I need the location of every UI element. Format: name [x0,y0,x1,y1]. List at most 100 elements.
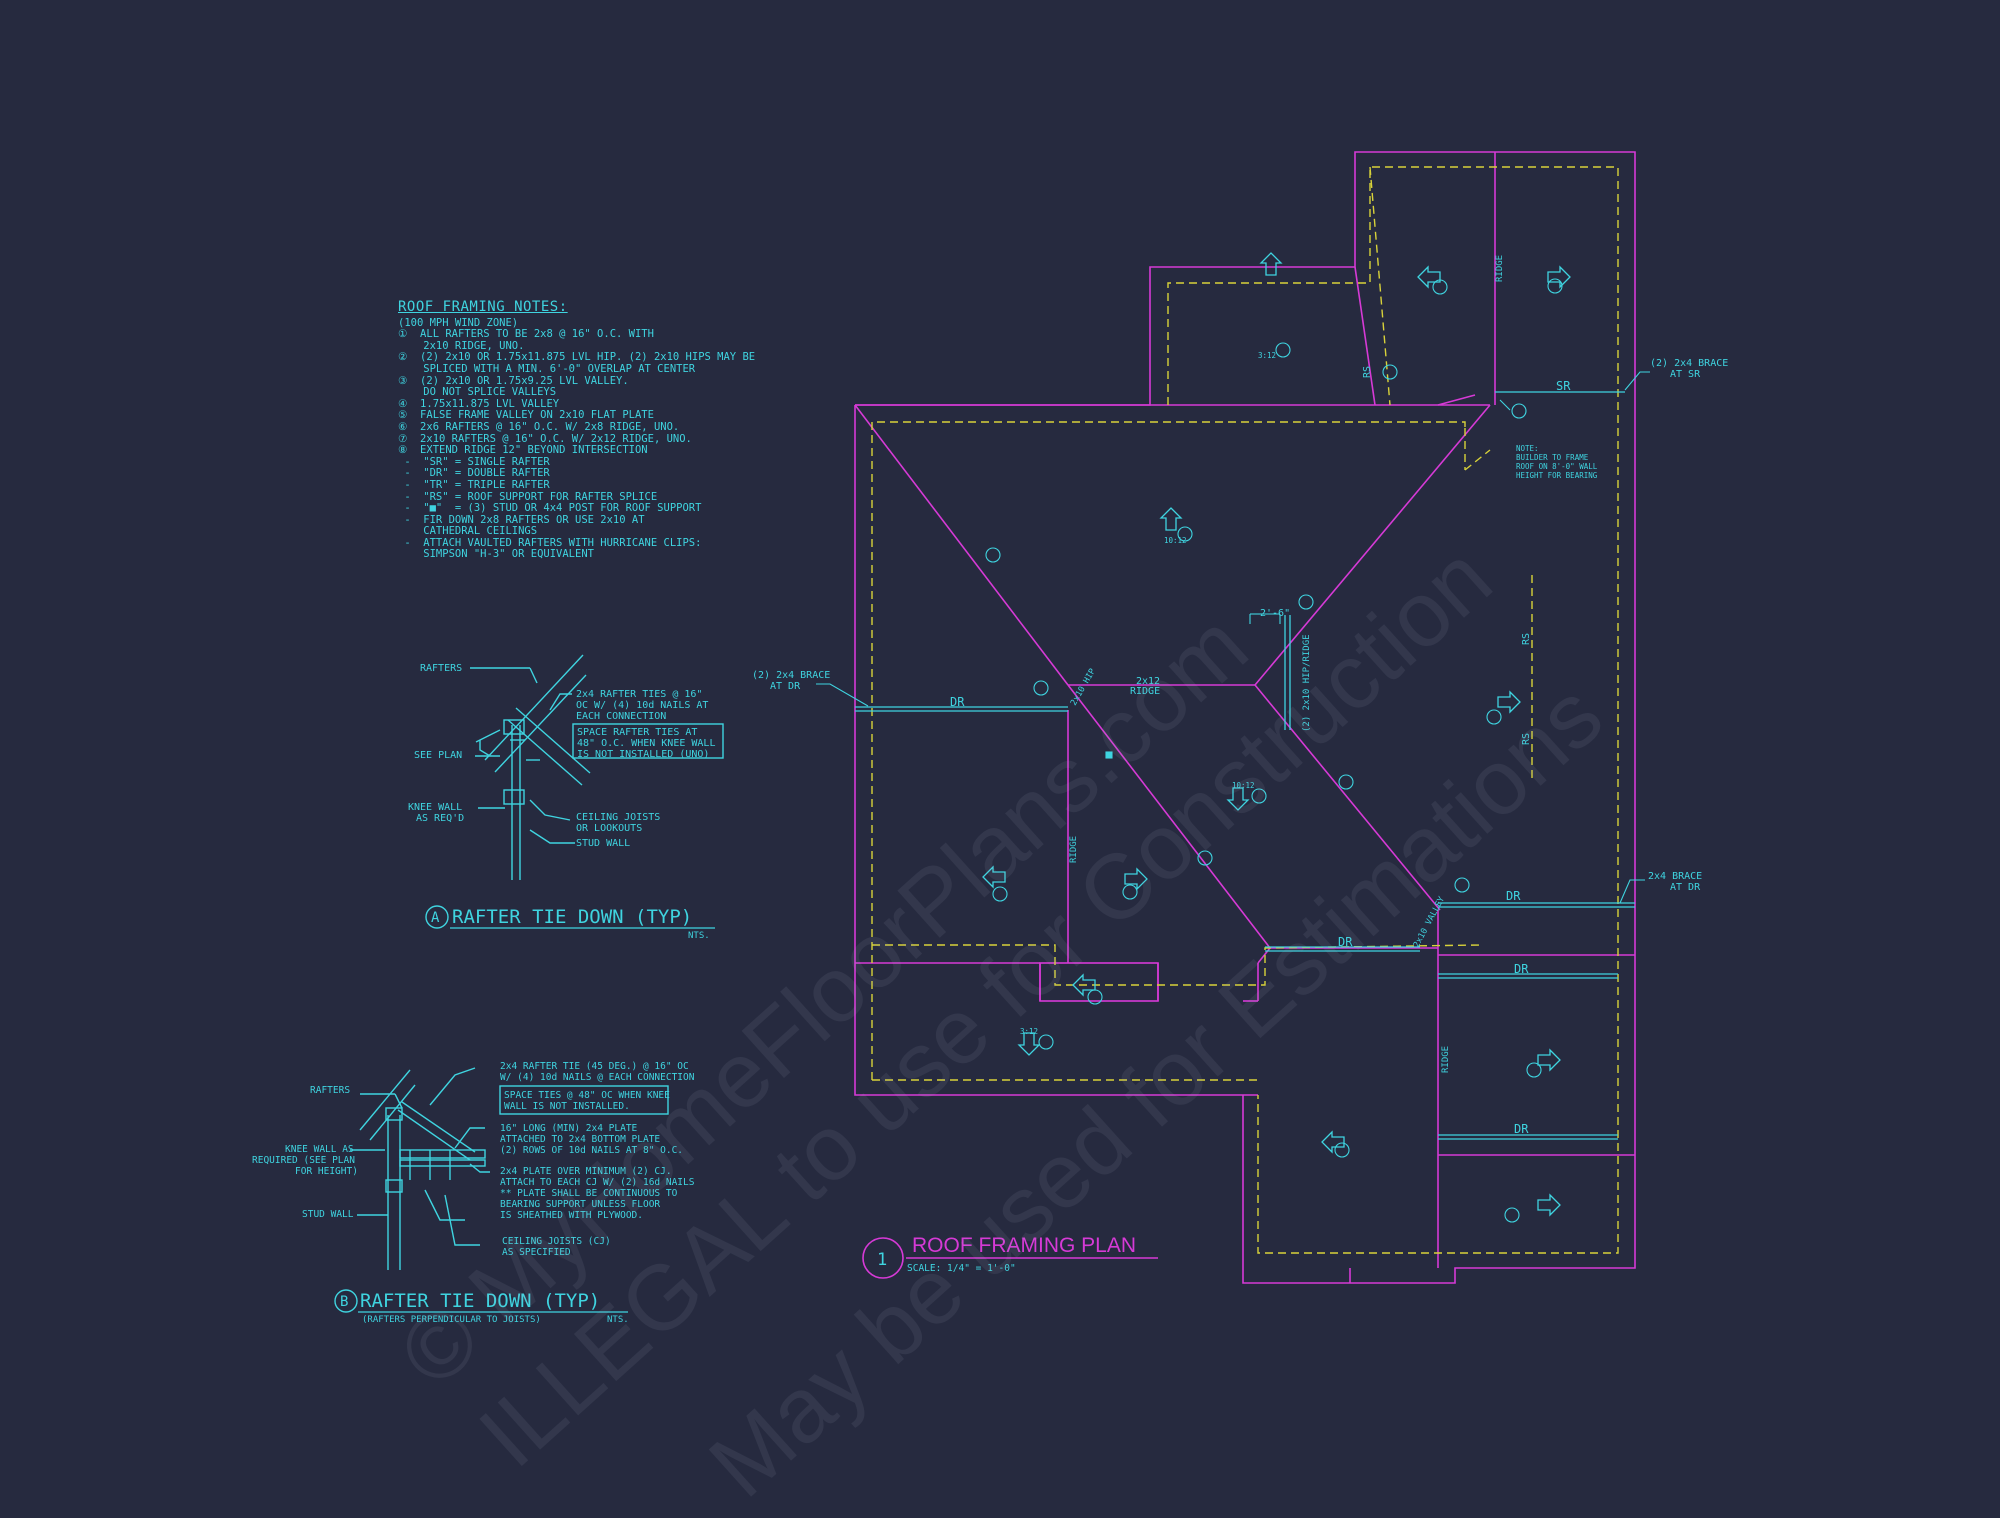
detail-b-plate-label-2: ATTACHED TO 2x4 BOTTOM PLATE [500,1134,660,1145]
note-line: - ATTACH VAULTED RAFTERS WITH HURRICANE … [398,536,702,549]
note-line: - "DR" = DOUBLE RAFTER [398,467,550,480]
wall-lines-dashed [871,166,1619,1254]
detail-b-labels: RAFTERS KNEE WALL AS REQUIRED (SEE PLAN … [252,1061,695,1258]
note-line: DO NOT SPLICE VALLEYS [398,386,557,399]
detail-b-letter: B [340,1294,348,1310]
note-line: SPLICED WITH A MIN. 6'-0" OVERLAP AT CEN… [398,362,696,375]
detail-b-scale: NTS. [607,1315,629,1325]
pitch-arrows [982,252,1571,1217]
detail-b-over-label-3: ** PLATE SHALL BE CONTINUOUS TO [500,1188,678,1199]
note-line: ② (2) 2x10 OR 1.75x11.875 LVL HIP. (2) 2… [398,351,756,364]
detail-b-knee-label-3: FOR HEIGHT) [295,1166,358,1177]
dimension-label: 2'-6" [1260,608,1290,619]
detail-a-title-block: A RAFTER TIE DOWN (TYP) NTS. [425,905,715,941]
plan-number: 1 [877,1250,887,1270]
detail-b-subtitle: (RAFTERS PERPENDICULAR TO JOISTS) [362,1315,541,1325]
dr-label-left: DR [950,695,965,709]
note-line: ⑥ 2x6 RAFTERS @ 16" O.C. W/ 2x8 RIDGE, U… [398,420,680,433]
note-line: - "SR" = SINGLE RAFTER [398,455,550,468]
detail-b-rafter-tie-down [350,1067,669,1270]
double-rafter-lines [855,391,1635,1140]
detail-a-ceiling-label-2: OR LOOKOUTS [576,823,642,834]
dr-label-valley: DR [1338,935,1353,949]
brace-sr-label-2: AT SR [1670,369,1701,380]
detail-b-space-label-1: SPACE TIES @ 48" OC WHEN KNEE [504,1090,670,1101]
detail-b-tie-label-2: W/ (4) 10d NAILS @ EACH CONNECTION [500,1072,695,1083]
detail-a-tie-label-3: EACH CONNECTION [576,711,666,722]
detail-b-over-label-4: BEARING SUPPORT UNLESS FLOOR [500,1199,660,1210]
detail-a-tie-label-2: OC W/ (4) 10d NAILS AT [576,700,708,711]
plan-title: ROOF FRAMING PLAN [912,1234,1136,1257]
leaders [816,371,1650,904]
sr-label: SR [1556,379,1571,393]
ridge-label-upper: RIDGE [1495,255,1505,282]
pitch-label-lower: 3:12 [1020,1027,1038,1036]
note-line: - "TR" = TRIPLE RAFTER [398,478,550,491]
rs-label-2: RS [1521,733,1532,745]
detail-b-title: RAFTER TIE DOWN (TYP) [360,1290,600,1312]
detail-a-tie-label-1: 2x4 RAFTER TIES @ 16" [576,689,702,700]
detail-a-labels: RAFTERS SEE PLAN KNEE WALL AS REQ'D 2x4 … [408,663,715,849]
note-line: (100 MPH WIND ZONE) [398,316,519,329]
detail-b-stud-wall-label: STUD WALL [302,1209,354,1220]
rs-label-3: RS [1362,366,1373,378]
detail-a-stud-wall-label: STUD WALL [576,838,630,849]
detail-b-over-label-2: ATTACH TO EACH CJ W/ (2) 16d NAILS [500,1177,695,1188]
detail-a-rafter-tie-down [470,654,724,880]
brace-dr-right-label-1: 2x4 BRACE [1648,871,1702,882]
brace-dr-right-label-2: AT DR [1670,882,1701,893]
valley-label: 2x10 VALLEY [1412,895,1447,949]
brace-dr-left-label-1: (2) 2x4 BRACE [752,670,830,681]
detail-a-scale: NTS. [688,931,710,941]
detail-b-tie-label-1: 2x4 RAFTER TIE (45 DEG.) @ 16" OC [500,1061,689,1072]
detail-b-title-block: B RAFTER TIE DOWN (TYP) (RAFTERS PERPEND… [334,1289,629,1325]
roof-outline [854,151,1636,1284]
detail-b-knee-label-2: REQUIRED (SEE PLAN [252,1155,355,1166]
ridge-label: RIDGE [1130,686,1160,697]
dr-label-lower-1: DR [1514,962,1529,976]
plan-labels: (2) 2x4 BRACE AT DR (2) 2x4 BRACE AT SR … [752,255,1728,1136]
detail-a-space-label-1: SPACE RAFTER TIES AT [577,727,697,738]
detail-a-title: RAFTER TIE DOWN (TYP) [452,906,692,928]
brace-sr-label-1: (2) 2x4 BRACE [1650,358,1728,369]
detail-b-knee-label-1: KNEE WALL AS [285,1144,354,1155]
detail-a-see-plan-label: SEE PLAN [414,750,462,761]
note-line: - FIR DOWN 2x8 RAFTERS OR USE 2x10 AT [398,513,645,526]
detail-a-knee-wall-label-2: AS REQ'D [416,813,464,824]
detail-b-plate-label-1: 16" LONG (MIN) 2x4 PLATE [500,1123,638,1134]
roof-framing-notes: ROOF FRAMING NOTES: (100 MPH WIND ZONE) … [398,299,758,561]
note-label-1: NOTE: [1516,444,1539,453]
ridge-label-lower: RIDGE [1441,1046,1451,1073]
callout-circles [985,278,1563,1223]
note-line: CATHEDRAL CEILINGS [398,525,538,538]
rs-label-1: RS [1521,633,1532,645]
detail-b-rafters-label: RAFTERS [310,1085,350,1096]
note-label-2: BUILDER TO FRAME [1516,453,1589,462]
detail-b-over-label-5: IS SHEATHED WITH PLYWOOD. [500,1210,643,1221]
note-line: ⑧ EXTEND RIDGE 12" BEYOND INTERSECTION [398,444,648,457]
detail-a-knee-wall-label: KNEE WALL [408,802,462,813]
detail-a-rafters-label: RAFTERS [420,663,462,674]
ridge-size-label: 2x12 [1136,676,1160,687]
detail-b-space-label-2: WALL IS NOT INSTALLED. [504,1101,630,1112]
detail-a-space-label-2: 48" O.C. WHEN KNEE WALL [577,738,715,749]
notes-title: ROOF FRAMING NOTES: [398,299,568,315]
note-label-3: ROOF ON 8'-0" WALL [1516,462,1598,471]
note-line: - "RS" = ROOF SUPPORT FOR RAFTER SPLICE [398,490,658,503]
detail-a-letter: A [431,910,440,926]
note-line: ⑤ FALSE FRAME VALLEY ON 2x10 FLAT PLATE [398,409,654,422]
plan-title-block: 1 ROOF FRAMING PLAN SCALE: 1/4" = 1'-0" [862,1234,1158,1279]
note-line: ① ALL RAFTERS TO BE 2x8 @ 16" O.C. WITH [398,328,654,341]
detail-b-plate-label-3: (2) ROWS OF 10d NAILS AT 8" O.C. [500,1145,683,1156]
dr-label-right: DR [1506,889,1521,903]
note-line: SIMPSON "H-3" OR EQUIVALENT [398,548,594,561]
detail-a-space-label-3: IS NOT INSTALLED (UNO) [577,749,709,760]
note-label-4: HEIGHT FOR BEARING [1516,471,1598,480]
detail-b-cj-label-1: CEILING JOISTS (CJ) [502,1236,611,1247]
ridge-label-left: RIDGE [1069,836,1079,863]
note-line: ③ (2) 2x10 OR 1.75x9.25 LVL VALLEY. [398,374,629,387]
hip-ridge-label: (2) 2x10 HIP/RIDGE [1302,634,1312,732]
pitch-label-main: 10:12 [1164,536,1187,545]
plan-scale: SCALE: 1/4" = 1'-0" [907,1263,1016,1274]
